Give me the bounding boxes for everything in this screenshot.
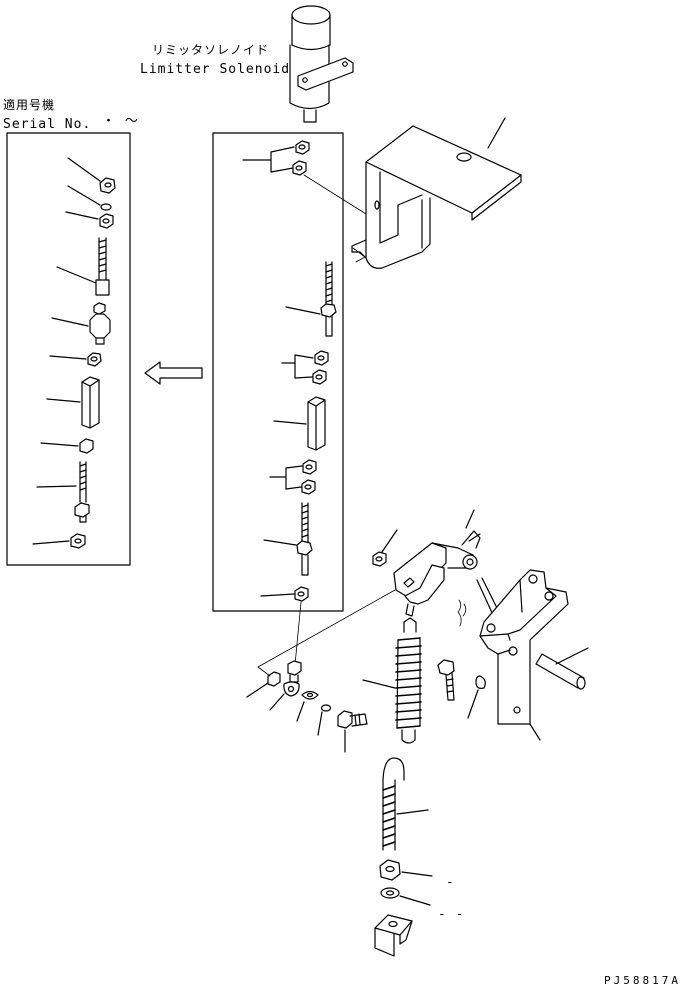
serial-label-en: Serial No. <box>3 117 92 132</box>
cable-assembly <box>375 758 432 956</box>
solenoid-label-en: Limitter Solenoid <box>140 62 291 77</box>
serial-label-jp: 適用号機 <box>3 98 56 112</box>
drawing-code: PJ58817A <box>604 974 681 987</box>
solenoid-bracket <box>352 118 521 268</box>
limitter-solenoid <box>290 6 353 122</box>
lever-assembly <box>247 510 588 752</box>
detail-arrow <box>145 362 202 384</box>
solenoid-label-jp: リミッタソレノイド <box>152 43 270 57</box>
center-assembly-box <box>213 133 366 665</box>
serial-range: ・ ～ <box>102 114 139 129</box>
serial-detail-box <box>7 133 130 565</box>
dash-mark-2: - - <box>438 907 465 922</box>
dash-mark-1: - <box>446 875 455 890</box>
